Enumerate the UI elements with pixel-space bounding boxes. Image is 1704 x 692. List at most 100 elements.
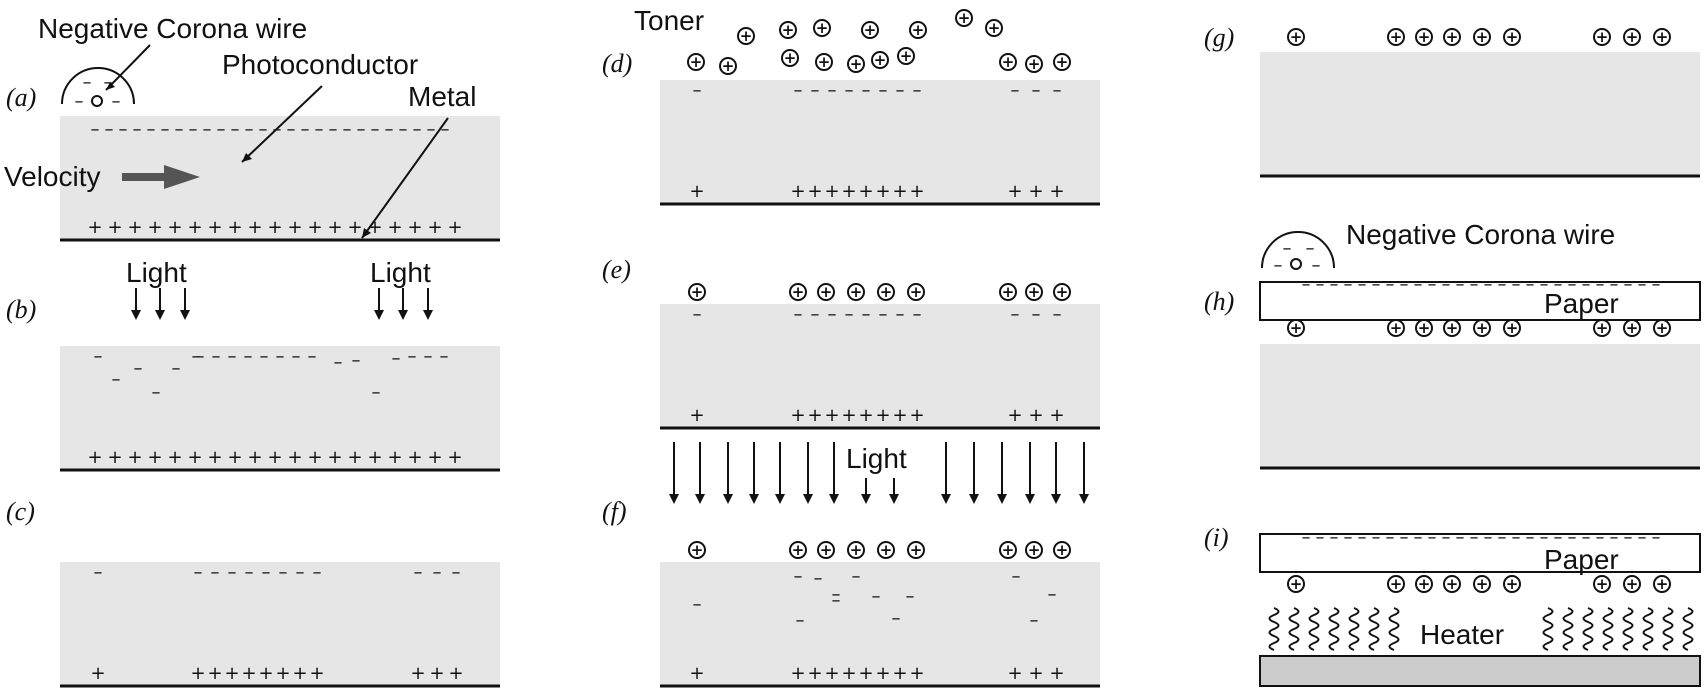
toner-particle: + <box>1053 541 1071 559</box>
paper-charge-i: – <box>1344 527 1353 548</box>
svg-text:+: + <box>1446 575 1459 593</box>
label-toner: Toner <box>634 5 704 36</box>
toner-particle: + <box>688 283 706 301</box>
svg-text:+: + <box>691 541 704 559</box>
metal-charge-b: + <box>307 447 322 468</box>
surface-charge-f: – <box>872 586 881 607</box>
toner-particle: + <box>737 27 755 45</box>
surface-charge-a: – <box>189 119 198 140</box>
surface-charge-a: – <box>105 119 114 140</box>
metal-charge-c: + <box>190 663 205 684</box>
svg-text:+: + <box>1656 575 1669 593</box>
toner-particle: + <box>1025 283 1043 301</box>
surface-charge-e: – <box>1053 304 1062 325</box>
metal-charge-d: + <box>1028 181 1043 202</box>
corona-charge-a: – <box>75 91 84 112</box>
metal-charge-a: + <box>247 217 262 238</box>
panel-label-d: (d) <box>602 49 632 78</box>
paper-charge-h: – <box>1302 274 1311 295</box>
toner-particle: + <box>1593 575 1611 593</box>
panel-label-g: (g) <box>1204 23 1234 52</box>
photoconductor-slab-g <box>1260 52 1700 176</box>
light-arrow-e-head <box>829 494 839 504</box>
surface-charge-b: – <box>152 382 161 403</box>
paper-charge-i: – <box>1470 527 1479 548</box>
surface-charge-c: – <box>245 562 254 583</box>
heater-coil <box>1582 607 1594 651</box>
pointer-head-metal <box>362 228 371 238</box>
paper-charge-h: – <box>1414 274 1423 295</box>
surface-charge-a: – <box>329 119 338 140</box>
toner-particle: + <box>1387 575 1405 593</box>
surface-charge-b: – <box>440 346 449 367</box>
metal-charge-a: + <box>207 217 222 238</box>
paper-charge-h: – <box>1554 274 1563 295</box>
surface-charge-f: – <box>794 566 803 587</box>
surface-charge-c: – <box>194 562 203 583</box>
light-arrow-e-head <box>1051 494 1061 504</box>
paper-charge-i: – <box>1610 527 1619 548</box>
surface-charge-a: – <box>91 119 100 140</box>
surface-charge-b: – <box>112 369 121 390</box>
surface-charge-a: – <box>413 119 422 140</box>
surface-charge-b: – <box>134 358 143 379</box>
surface-charge-c: – <box>279 562 288 583</box>
surface-charge-c: – <box>433 562 442 583</box>
surface-charge-f: – <box>892 608 901 629</box>
surface-charge-d: – <box>862 80 871 101</box>
surface-charge-a: – <box>399 119 408 140</box>
metal-charge-c: + <box>207 663 222 684</box>
light-arrow-b-head <box>180 310 190 320</box>
photoconductor-slab-f <box>660 562 1100 686</box>
toner-particle: + <box>1443 28 1461 46</box>
toner-particle: + <box>789 283 807 301</box>
light-arrow-e-head <box>1079 494 1089 504</box>
corona-charge-h: – <box>1312 255 1321 276</box>
paper-charge-i: – <box>1442 527 1451 548</box>
metal-charge-e: + <box>824 405 839 426</box>
toner-particle: + <box>985 19 1003 37</box>
metal-charge-c: + <box>275 663 290 684</box>
surface-charge-f: – <box>1048 584 1057 605</box>
svg-text:+: + <box>1028 55 1041 73</box>
heater-coil <box>1602 607 1614 651</box>
metal-charge-b: + <box>327 447 342 468</box>
toner-particle: + <box>1387 319 1405 337</box>
corona-wire-housing-a <box>61 67 135 105</box>
toner-particle: + <box>1503 28 1521 46</box>
light-arrow-e-head <box>695 494 705 504</box>
metal-charge-a: + <box>287 217 302 238</box>
svg-text:+: + <box>782 21 795 39</box>
heater-coil <box>1682 607 1694 651</box>
paper-charge-i: – <box>1428 527 1437 548</box>
surface-charge-b: – <box>276 346 285 367</box>
toner-particle: + <box>1473 28 1491 46</box>
surface-charge-b: – <box>308 346 317 367</box>
toner-particle: + <box>813 19 831 37</box>
svg-text:+: + <box>1290 319 1303 337</box>
heater-coil <box>1662 607 1674 651</box>
paper-charge-i: – <box>1456 527 1465 548</box>
surface-charge-a: – <box>231 119 240 140</box>
metal-charge-a: + <box>387 217 402 238</box>
metal-charge-b: + <box>347 447 362 468</box>
paper-charge-i: – <box>1386 527 1395 548</box>
paper-charge-h: – <box>1596 274 1605 295</box>
toner-particle: + <box>1593 319 1611 337</box>
metal-charge-e: + <box>1007 405 1022 426</box>
svg-text:+: + <box>880 283 893 301</box>
svg-text:+: + <box>1596 575 1609 593</box>
svg-text:+: + <box>1056 283 1069 301</box>
toner-particle: + <box>999 541 1017 559</box>
surface-charge-a: – <box>315 119 324 140</box>
paper-charge-h: – <box>1372 274 1381 295</box>
surface-charge-d: – <box>1053 80 1062 101</box>
surface-charge-f: – <box>1030 610 1039 631</box>
metal-charge-d: + <box>841 181 856 202</box>
metal-charge-a: + <box>267 217 282 238</box>
toner-particle: + <box>1503 319 1521 337</box>
svg-text:+: + <box>910 541 923 559</box>
paper-charge-i: – <box>1372 527 1381 548</box>
surface-charge-a: – <box>147 119 156 140</box>
corona-charge-a: – <box>83 72 92 93</box>
